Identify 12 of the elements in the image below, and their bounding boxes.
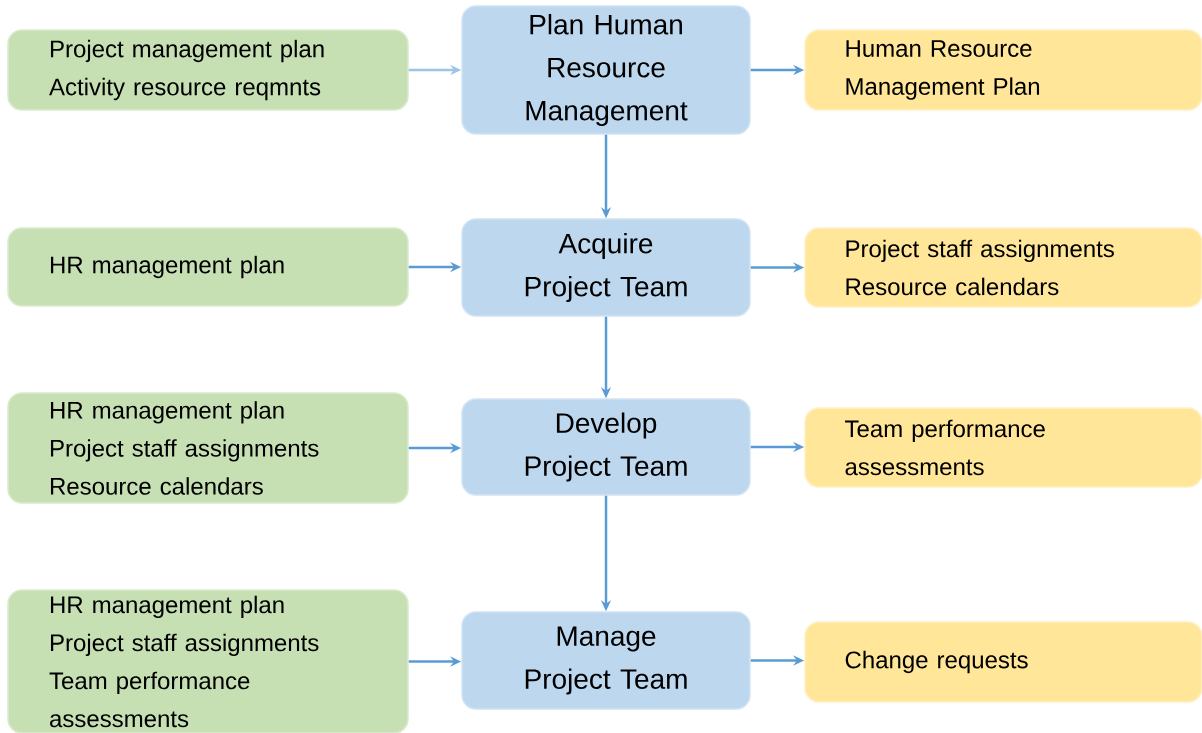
input-box: HR management plan Project staff assignments Team performance assessments bbox=[7, 589, 409, 733]
process-box: Acquire Project Team bbox=[461, 218, 751, 317]
input-box: Project management plan Activity resource reqmnts bbox=[7, 29, 409, 111]
output-box: Project staff assignments Resource calendars bbox=[804, 227, 1202, 308]
input-box: HR management plan bbox=[7, 227, 409, 307]
process-box: Develop Project Team bbox=[461, 398, 751, 496]
output-box: Human Resource Management Plan bbox=[804, 29, 1202, 111]
process-box: Plan Human Resource Management bbox=[461, 5, 751, 135]
output-box: Team performance assessments bbox=[804, 407, 1202, 488]
input-box: HR management plan Project staff assignments Resource calendars bbox=[7, 392, 409, 504]
output-box: Change requests bbox=[804, 621, 1202, 703]
process-box: Manage Project Team bbox=[461, 611, 751, 710]
